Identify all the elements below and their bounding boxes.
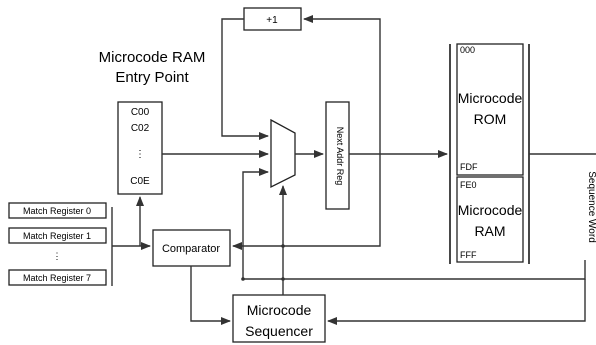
rom-end-addr: FDF <box>460 162 478 172</box>
microcode-sequencer-box <box>232 294 326 343</box>
wire-sequence-word-feedback <box>242 168 586 280</box>
rom-label-line-1: Microcode <box>458 90 523 106</box>
microcode-rom-box <box>456 43 524 176</box>
junction-dot <box>281 277 285 281</box>
multiplexer-shape <box>270 118 296 189</box>
entry-row-c02: C02 <box>131 123 150 134</box>
match-register-7-label: Match Register 7 <box>23 273 91 283</box>
wire-addr-to-comparator <box>232 154 381 250</box>
wire-incrementer-to-mux <box>221 18 269 140</box>
wire-reg-to-incrementer <box>303 15 381 154</box>
match-register-0-label: Match Register 0 <box>23 206 91 216</box>
comparator-label: Comparator <box>162 243 220 255</box>
match-register-0-box <box>8 202 107 219</box>
entry-row-c0e: C0E <box>130 176 150 187</box>
junction-dot <box>241 277 245 281</box>
match-register-1-box <box>8 227 107 244</box>
rom-start-addr: 000 <box>460 45 475 55</box>
next-addr-reg-box <box>325 101 350 210</box>
next-addr-reg-label: Next Addr Reg <box>335 127 345 186</box>
entry-point-ram-box <box>117 101 163 195</box>
entry-row-c00: C00 <box>131 107 150 118</box>
comparator-box <box>152 229 231 267</box>
incrementer-label: +1 <box>266 15 278 26</box>
entry-row-dots: ⋮ <box>135 149 145 160</box>
sequence-word-label: Sequence Word <box>586 171 596 243</box>
match-register-dots: ⋮ <box>53 251 62 261</box>
ram-label-line-1: Microcode <box>458 202 523 218</box>
title-line-2: Entry Point <box>115 69 189 86</box>
wire-sequence-to-sequencer <box>327 279 586 325</box>
rom-label-line-2: ROM <box>474 111 507 127</box>
wire-comparator-to-sequencer <box>190 266 231 325</box>
match-register-1-label: Match Register 1 <box>23 231 91 241</box>
match-register-7-box <box>8 269 107 286</box>
sequencer-line-1: Microcode <box>247 302 312 318</box>
ram-start-addr: FE0 <box>460 180 477 190</box>
title-line-1: Microcode RAM <box>99 49 206 66</box>
sequencer-line-2: Sequencer <box>245 323 313 339</box>
microcode-ram-box <box>456 176 524 263</box>
ram-end-addr: FFF <box>460 250 477 260</box>
ram-label-line-2: RAM <box>474 223 505 239</box>
junction-dot <box>281 244 285 248</box>
